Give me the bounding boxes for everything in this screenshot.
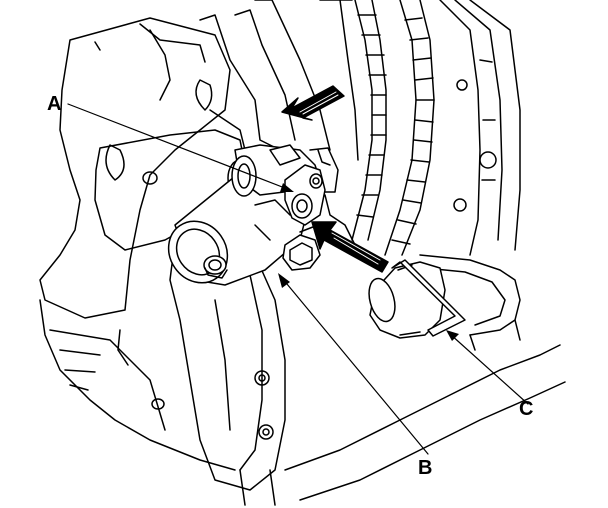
arrow-up-left-icon — [311, 221, 389, 273]
stopper-clip — [368, 259, 466, 339]
timing-cover-housing — [199, 0, 359, 161]
callout-label-a: A — [47, 93, 62, 115]
leader-arrowhead-b — [278, 273, 290, 288]
leader-lines — [67, 103, 529, 455]
callout-label-c: C — [519, 398, 534, 420]
tensioner-pin — [284, 147, 356, 246]
leader-line-a — [67, 103, 291, 191]
tensioner-body — [167, 144, 321, 286]
callout-label-b: B — [418, 457, 433, 479]
timing-cover-frame — [284, 0, 566, 501]
leader-line-b — [281, 277, 429, 455]
leader-arrowhead-c — [446, 330, 459, 341]
timing-chain — [351, 0, 435, 256]
engine-block — [39, 17, 246, 471]
leader-arrowheads — [278, 183, 459, 341]
leader-line-c — [449, 333, 529, 405]
arrow-down-left-icon — [281, 85, 345, 121]
leader-arrowhead-a — [280, 183, 294, 192]
tensioner-bolt — [282, 224, 321, 271]
